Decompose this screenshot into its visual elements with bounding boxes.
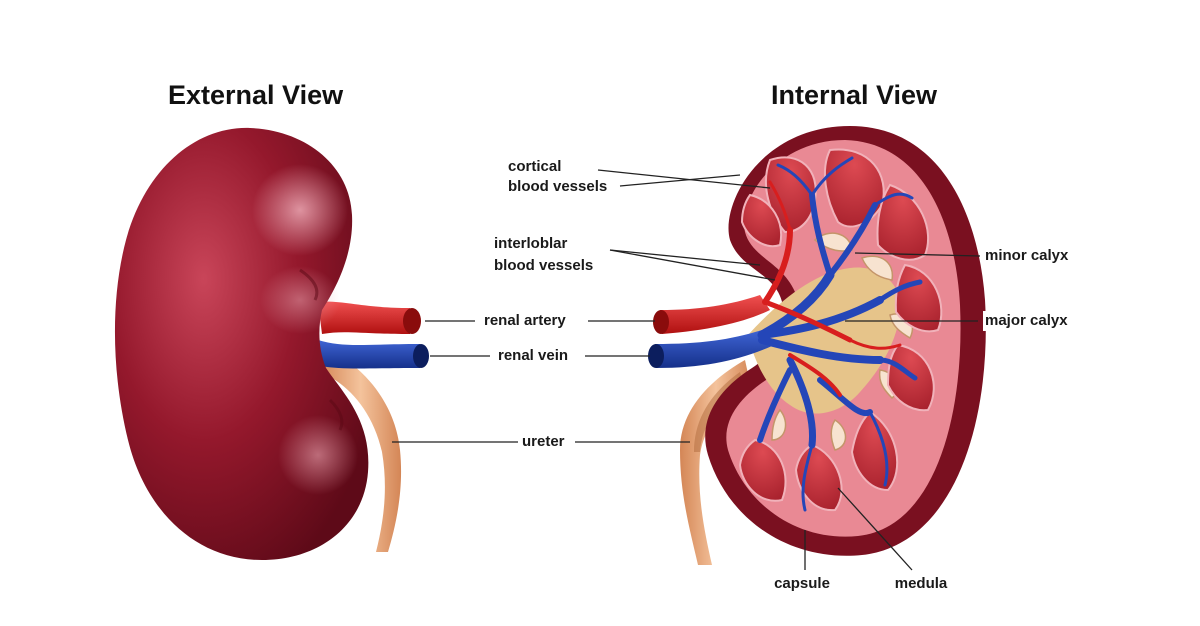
internal-view-title: Internal View: [771, 80, 938, 110]
leader-lines: [392, 169, 981, 571]
external-renal-artery: [318, 301, 410, 334]
label-ureter: ureter: [520, 432, 567, 452]
external-renal-vein: [318, 340, 420, 369]
internal-renal-vein: [655, 330, 772, 368]
label-cortical-line1: cortical: [506, 157, 564, 177]
label-capsule: capsule: [772, 574, 832, 594]
label-major-calyx: major calyx: [983, 311, 1070, 331]
label-minor-calyx: minor calyx: [983, 246, 1071, 266]
label-renal-vein: renal vein: [496, 346, 571, 366]
internal-artery-tree: [762, 180, 902, 397]
internal-kidney: [648, 126, 986, 565]
internal-vein-tree: [757, 156, 923, 512]
external-kidney: [114, 127, 429, 560]
label-interlobar-line2: blood vessels: [492, 256, 596, 276]
internal-renal-artery: [660, 295, 770, 334]
label-medula: medula: [892, 574, 950, 594]
internal-ureter: [680, 360, 752, 565]
label-cortical-line2: blood vessels: [506, 177, 610, 197]
external-ureter: [320, 350, 402, 552]
label-interlobar-line1: interloblar: [492, 234, 570, 254]
external-view-title: External View: [168, 80, 344, 110]
label-renal-artery: renal artery: [482, 311, 568, 331]
